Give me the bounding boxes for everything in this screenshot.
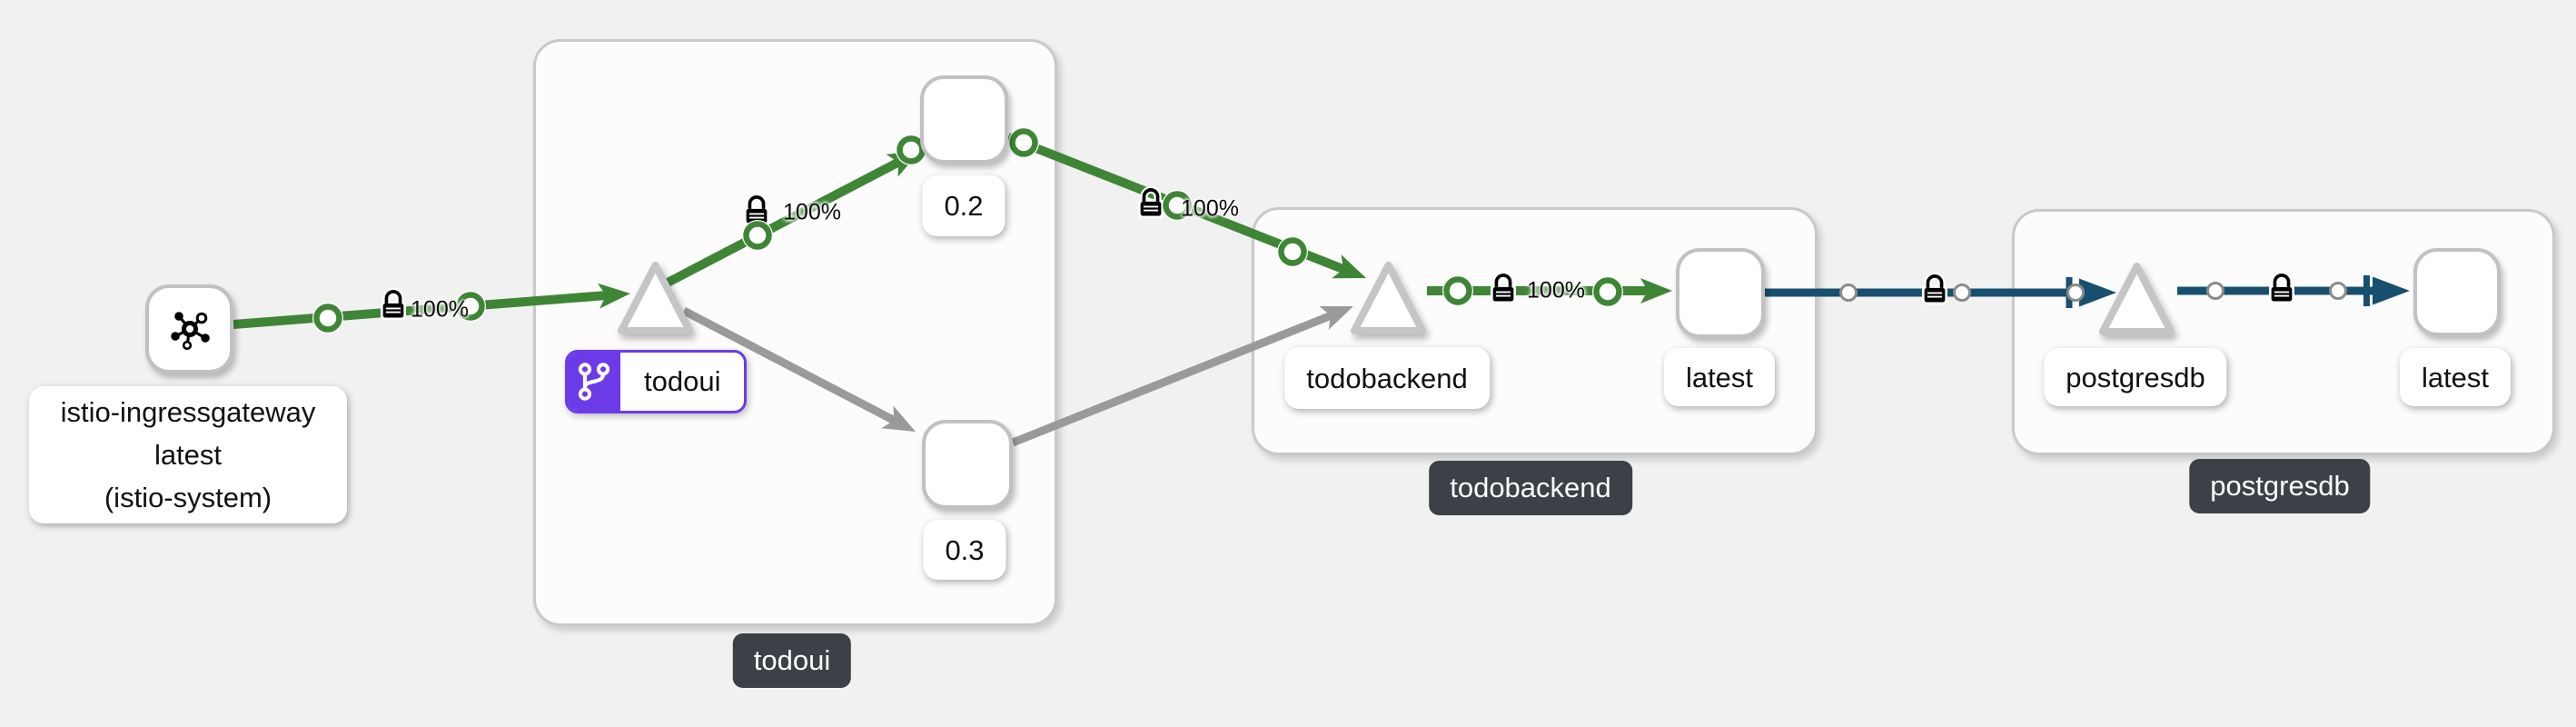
version-label-todobackend-latest[interactable]: latest [1663,348,1776,406]
gateway-node-label[interactable]: istio-ingressgateway latest (istio-syste… [29,386,347,523]
version-label-text: 0.2 [944,190,984,222]
service-label-todoui[interactable]: todoui [565,350,748,413]
version-label-text: latest [2421,361,2490,393]
service-label-postgresdb[interactable]: postgresdb [2044,348,2227,406]
mtls-lock-icon [1922,276,1947,304]
version-node-todoui-v03[interactable] [922,420,1013,509]
mtls-lock-icon [1138,190,1164,218]
gateway-label-line1: istio-ingressgateway [60,396,316,428]
group-badge-todoui[interactable]: todoui [732,633,852,688]
code-branch-icon [578,363,610,401]
version-label-todoui-v03[interactable]: 0.3 [923,520,1006,580]
group-badge-todobackend[interactable]: todobackend [1429,461,1632,515]
version-node-todobackend-latest[interactable] [1676,248,1765,338]
gateway-label-line3: (istio-system) [104,482,272,513]
service-label-todobackend[interactable]: todobackend [1284,347,1490,409]
virtual-service-badge [568,353,620,411]
service-label-text: postgresdb [2066,361,2205,393]
version-node-todoui-v02[interactable] [920,75,1008,164]
edge-label-gateway-todoui[interactable]: 100% [411,296,469,323]
version-label-todoui-v02[interactable]: 0.2 [922,175,1006,236]
service-label-text: todoui [644,365,721,397]
version-label-postgresdb-latest[interactable]: latest [2399,348,2512,406]
mesh-gateway-icon [170,312,210,351]
version-label-text: latest [1685,361,1754,393]
gateway-label-line2: latest [154,439,223,471]
version-label-text: 0.3 [945,533,985,566]
service-label-text: todobackend [1306,362,1468,394]
edge-label-v02-todobackend[interactable]: 100% [1181,195,1239,222]
mtls-lock-icon [381,292,406,320]
edge-label-todoui-v02[interactable]: 100% [783,199,841,225]
group-badge-postgresdb[interactable]: postgresdb [2189,459,2371,513]
version-node-postgresdb-latest[interactable] [2413,248,2501,336]
workload-node-istio-ingressgateway[interactable] [145,284,233,373]
edge-label-todobackend-latest[interactable]: 100% [1527,277,1585,304]
